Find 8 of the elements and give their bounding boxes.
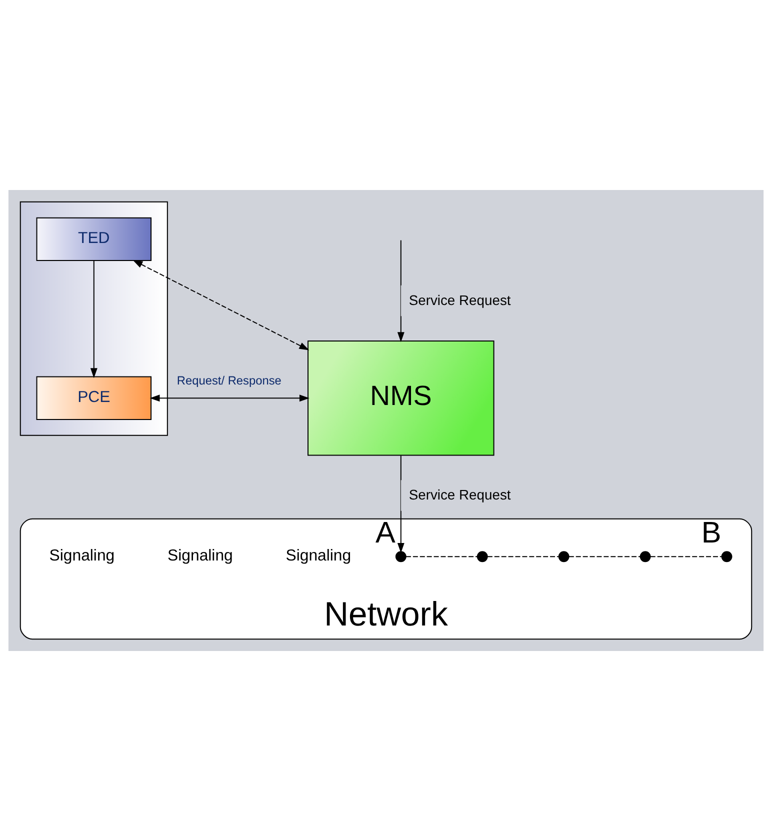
node-label: A [376,516,396,550]
edge-label: Service Request [408,486,511,502]
edge-label: Request/ Response [176,372,282,387]
label: Signaling [168,546,233,564]
label: Signaling [286,546,352,564]
node-label: B [701,516,722,550]
label: Signaling [49,546,115,564]
edge-label: Service Request [408,291,511,308]
